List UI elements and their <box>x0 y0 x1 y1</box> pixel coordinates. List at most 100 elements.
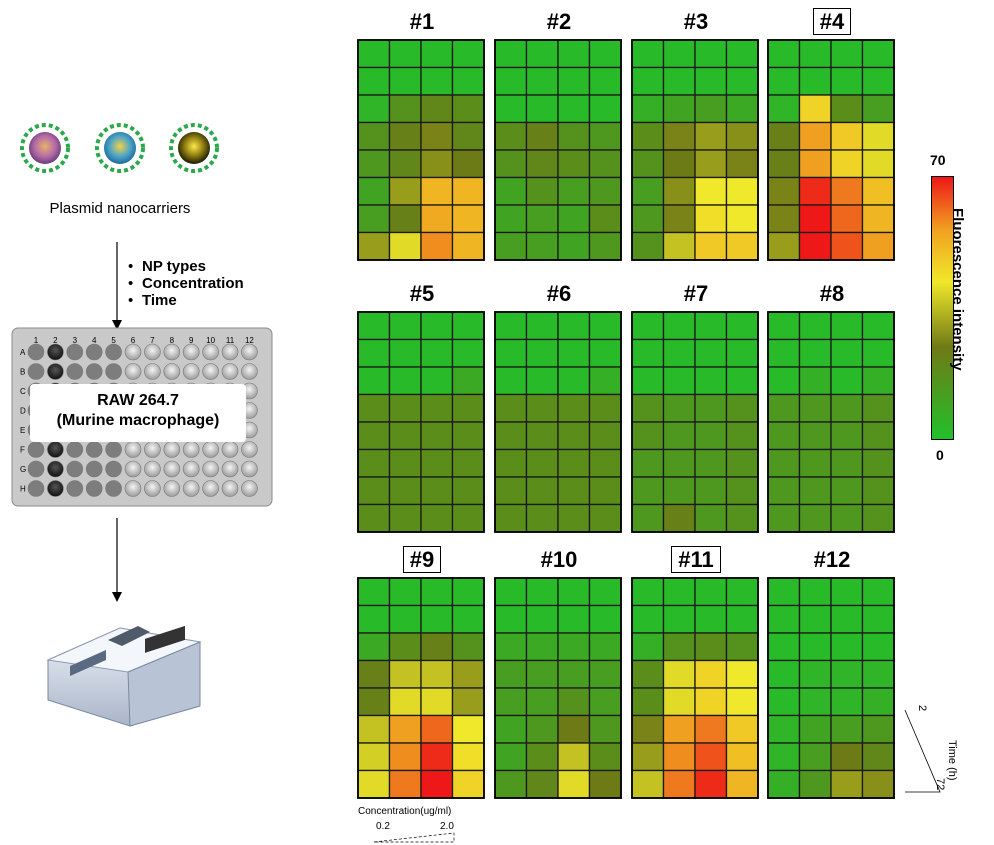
heatmap-cell <box>725 503 759 533</box>
heatmap-cell <box>588 121 622 151</box>
heatmap-cell <box>588 659 622 689</box>
heatmap-cell <box>725 366 759 396</box>
heatmap-cell <box>767 204 801 234</box>
heatmap-cell <box>420 769 454 799</box>
heatmap-cell <box>525 448 559 478</box>
heatmap-title-text: #12 <box>813 547 851 572</box>
heatmap-cell <box>662 121 696 151</box>
heatmap-cell <box>525 39 559 69</box>
plate-well <box>66 363 84 380</box>
heatmap-cell <box>557 577 591 607</box>
heatmap-cell <box>588 393 622 423</box>
heatmap-cell <box>725 94 759 124</box>
heatmap-cell <box>798 659 832 689</box>
heatmap-title-text: #8 <box>819 281 845 306</box>
heatmap-cell <box>861 577 895 607</box>
factor-item: Time <box>128 292 244 309</box>
heatmap-cell <box>357 393 391 423</box>
plate-well <box>221 480 239 497</box>
heatmap-cell <box>631 149 665 179</box>
heatmap-border <box>357 39 485 261</box>
heatmap-cell <box>451 604 485 634</box>
heatmap-cell <box>830 503 864 533</box>
heatmap-cell <box>494 231 528 261</box>
heatmap-cell <box>798 503 832 533</box>
heatmap-cell <box>357 231 391 261</box>
heatmap-cell <box>525 604 559 634</box>
heatmap-cell <box>557 448 591 478</box>
heatmap-title: #8 <box>768 282 896 306</box>
plate-column-label: 3 <box>73 336 78 345</box>
heatmap-cell <box>798 714 832 744</box>
plate-well <box>144 343 161 361</box>
heatmap-title-text: #6 <box>546 281 572 306</box>
heatmap-cell <box>861 176 895 206</box>
colorbar-min-label: 0 <box>936 447 944 463</box>
heatmap-cell <box>830 231 864 261</box>
heatmap-cell <box>798 393 832 423</box>
heatmap-cell <box>525 94 559 124</box>
heatmap-cell <box>694 66 728 96</box>
heatmap-cell <box>357 121 391 151</box>
heatmap-cell <box>494 338 528 368</box>
heatmap-cell <box>357 39 391 69</box>
heatmap-cell <box>357 659 391 689</box>
heatmap-cell <box>725 687 759 717</box>
nanoparticle-icon <box>95 123 145 173</box>
plate-column-label: 7 <box>150 336 155 345</box>
heatmap-cell <box>830 94 864 124</box>
heatmap-cell <box>767 632 801 662</box>
heatmap-cell <box>494 632 528 662</box>
plate-well <box>202 460 219 478</box>
heatmap-cell <box>662 94 696 124</box>
heatmap-cell <box>767 448 801 478</box>
heatmap-cell <box>798 448 832 478</box>
heatmap-cell <box>694 176 728 206</box>
heatmap-cell <box>798 338 832 368</box>
plate-column-label: 10 <box>206 336 215 345</box>
heatmap-cell <box>861 742 895 772</box>
heatmap-cell <box>767 503 801 533</box>
heatmap-title-text: #5 <box>409 281 435 306</box>
heatmap-cell <box>588 39 622 69</box>
heatmap-cell <box>388 632 422 662</box>
heatmap-cell <box>861 366 895 396</box>
heatmap-cell <box>694 421 728 451</box>
heatmap-cell <box>388 577 422 607</box>
heatmap-cell <box>588 604 622 634</box>
plate-well <box>105 343 122 361</box>
heatmap-cell <box>588 366 622 396</box>
heatmap-border <box>494 39 622 261</box>
heatmap-cell <box>388 121 422 151</box>
heatmap-border <box>631 39 759 261</box>
heatmap-cell <box>557 503 591 533</box>
heatmap-cell <box>451 39 485 69</box>
plate-well <box>241 460 258 478</box>
heatmap-cell <box>588 714 622 744</box>
heatmap-cell <box>451 311 485 341</box>
heatmap-cell <box>694 366 728 396</box>
heatmap-cell <box>557 311 591 341</box>
heatmap-cell <box>357 503 391 533</box>
plate-row-label: F <box>20 446 25 455</box>
heatmap-title: #2 <box>495 10 623 34</box>
heatmap-cell <box>725 121 759 151</box>
heatmap-cell <box>725 66 759 96</box>
colorbar <box>931 176 954 440</box>
heatmap-cell <box>451 204 485 234</box>
heatmap-cell <box>525 421 559 451</box>
heatmap-panel <box>767 39 895 261</box>
heatmap-border <box>631 577 759 799</box>
time-axis-wedge <box>904 709 941 793</box>
heatmap-cell <box>631 714 665 744</box>
plate-well <box>182 480 200 497</box>
nanoparticle-icon <box>20 123 70 173</box>
heatmap-cell <box>357 366 391 396</box>
plate-well <box>47 460 64 478</box>
plate-well <box>105 363 122 380</box>
heatmap-cell <box>767 366 801 396</box>
heatmap-cell <box>662 176 696 206</box>
heatmap-cell <box>420 687 454 717</box>
heatmap-cell <box>767 149 801 179</box>
plate-well <box>182 460 200 478</box>
